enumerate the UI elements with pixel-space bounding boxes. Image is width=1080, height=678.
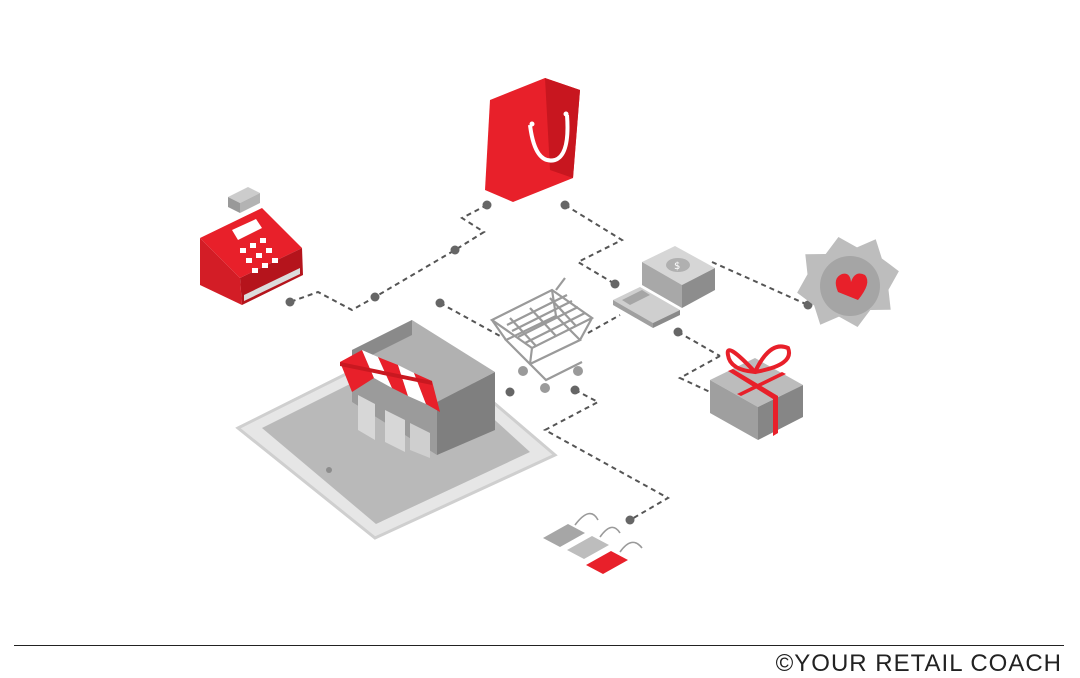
connector-money-badge — [711, 261, 809, 306]
badge-heart-icon — [797, 237, 899, 327]
connector-card-gift — [677, 331, 721, 357]
svg-text:$: $ — [674, 261, 680, 272]
connector-bag-register — [289, 204, 488, 312]
cash-register-icon — [200, 187, 303, 305]
price-tags-icon — [543, 512, 643, 574]
storefront-icon — [340, 320, 495, 458]
cart-wheels — [518, 366, 583, 393]
connector-lines — [289, 204, 809, 521]
retail-illustration: $ — [200, 78, 899, 574]
connector-cart-store — [439, 302, 501, 337]
credit-card-icon — [613, 287, 680, 328]
register-keypad — [240, 238, 278, 273]
copyright-credit: ©YOUR RETAIL COACH — [775, 650, 1062, 677]
shopping-cart-icon — [489, 277, 595, 382]
connector-cart-tags — [542, 389, 671, 521]
shopping-bag-icon — [485, 78, 580, 202]
connector-bag-money — [564, 204, 625, 285]
footer-divider — [14, 645, 1064, 646]
store-awning — [340, 350, 440, 412]
gift-box-icon — [710, 344, 803, 440]
money-stack-icon: $ — [642, 246, 715, 308]
connector-gift-left — [677, 355, 721, 393]
connector-dots — [285, 200, 813, 525]
connector-cart-card — [587, 314, 621, 334]
